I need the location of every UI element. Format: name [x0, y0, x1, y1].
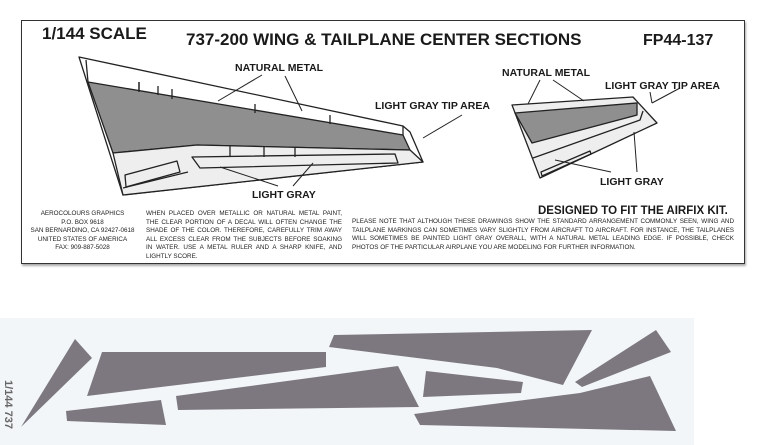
- wing-natural-metal-label: NATURAL METAL: [235, 62, 324, 74]
- tail-natural-metal-label: NATURAL METAL: [502, 67, 591, 79]
- address-line: UNITED STATES OF AMERICA: [37, 235, 128, 243]
- page-title: 737-200 WING & TAILPLANE CENTER SECTIONS: [186, 30, 582, 49]
- decal-piece: [21, 339, 92, 427]
- decal-piece: [329, 330, 592, 385]
- address-line: SAN BERNARDINO, CA 92427-0618: [30, 227, 135, 235]
- address-block: AEROCOLOURS GRAPHICS P.O. BOX 9618 SAN B…: [30, 210, 135, 253]
- wing-light-gray-label: LIGHT GRAY: [252, 189, 316, 201]
- scale-title: 1/144 SCALE: [42, 24, 147, 43]
- wing-drawing: [78, 56, 424, 196]
- variation-note: PLEASE NOTE THAT ALTHOUGH THESE DRAWINGS…: [352, 218, 734, 251]
- decal-piece: [66, 400, 166, 425]
- address-line: FAX: 909-887-5028: [55, 244, 110, 252]
- leader-lines: [217, 74, 681, 187]
- decal-piece: [575, 330, 671, 387]
- tail-light-gray-tip-label: LIGHT GRAY TIP AREA: [605, 80, 720, 92]
- wing-light-gray-tip-label: LIGHT GRAY TIP AREA: [375, 100, 490, 112]
- decal-piece: [414, 376, 676, 431]
- decal-piece: [176, 366, 419, 410]
- designed-for-text: DESIGNED TO FIT THE AIRFIX KIT.: [538, 205, 728, 217]
- tailplane-drawing: [511, 96, 658, 179]
- address-line: AEROCOLOURS GRAPHICS: [40, 210, 125, 217]
- decal-piece: [423, 371, 523, 397]
- metal-note: WHEN PLACED OVER METALLIC OR NATURAL MET…: [146, 210, 342, 260]
- address-line: P.O. BOX 9618: [61, 218, 104, 226]
- tail-light-gray-label: LIGHT GRAY: [600, 176, 664, 188]
- product-code: FP44-137: [643, 32, 714, 49]
- decal-piece: [87, 352, 326, 396]
